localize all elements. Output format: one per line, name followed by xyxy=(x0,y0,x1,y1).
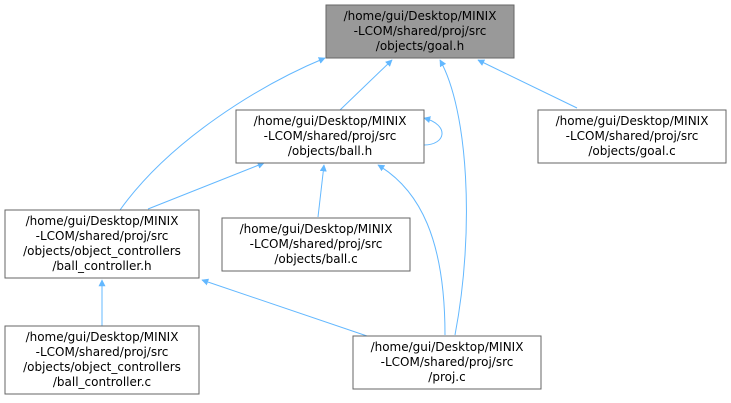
node-proj-c[interactable]: /home/gui/Desktop/MINIX-LCOM/shared/proj… xyxy=(352,335,542,390)
node-label-line: /objects/object_controllers xyxy=(23,360,181,374)
node-label-line: /objects/ball.h xyxy=(288,144,372,158)
node-label-line: -LCOM/shared/proj/src xyxy=(250,237,383,251)
edge-proj_c-to-ball_controller_h xyxy=(201,278,371,338)
node-label-line: /home/gui/Desktop/MINIX xyxy=(240,222,393,236)
node-ball-controller-h[interactable]: /home/gui/Desktop/MINIX-LCOM/shared/proj… xyxy=(4,209,200,279)
node-box xyxy=(4,325,200,395)
node-box xyxy=(221,217,411,272)
node-ball-c[interactable]: /home/gui/Desktop/MINIX-LCOM/shared/proj… xyxy=(221,217,411,272)
node-box xyxy=(537,109,727,164)
edge-ball_h-to-ball_h xyxy=(423,116,443,146)
node-label-line: /home/gui/Desktop/MINIX xyxy=(26,330,179,344)
node-ball-controller-c[interactable]: /home/gui/Desktop/MINIX-LCOM/shared/proj… xyxy=(4,325,200,395)
node-label-line: -LCOM/shared/proj/src xyxy=(566,129,699,143)
node-label-line: /objects/object_controllers xyxy=(23,244,181,258)
node-label-line: /ball_controller.c xyxy=(53,375,151,389)
node-label-line: /home/gui/Desktop/MINIX xyxy=(556,114,709,128)
node-goal-h[interactable]: /home/gui/Desktop/MINIX-LCOM/shared/proj… xyxy=(325,4,515,59)
node-label-line: /proj.c xyxy=(428,370,465,384)
node-label-line: -LCOM/shared/proj/src xyxy=(264,129,397,143)
node-ball-h[interactable]: /home/gui/Desktop/MINIX-LCOM/shared/proj… xyxy=(235,109,425,164)
edge-ball_controller_h-to-goal_h xyxy=(119,57,326,211)
node-label-line: -LCOM/shared/proj/src xyxy=(381,355,514,369)
edge-ball_h-to-goal_h xyxy=(339,59,393,111)
nodes-layer: /home/gui/Desktop/MINIX-LCOM/shared/proj… xyxy=(4,4,727,395)
node-label-line: -LCOM/shared/proj/src xyxy=(36,229,169,243)
node-box xyxy=(352,335,542,390)
edge-goal_c-to-goal_h xyxy=(477,59,578,109)
node-label-line: /home/gui/Desktop/MINIX xyxy=(26,214,179,228)
node-box xyxy=(235,109,425,164)
edges-layer xyxy=(98,57,578,338)
node-label-line: /home/gui/Desktop/MINIX xyxy=(344,9,497,23)
edge-ball_controller_h-to-ball_h xyxy=(147,162,265,210)
node-goal-c[interactable]: /home/gui/Desktop/MINIX-LCOM/shared/proj… xyxy=(537,109,727,164)
node-label-line: /ball_controller.h xyxy=(52,259,151,273)
edge-proj_c-to-ball_h xyxy=(377,164,446,336)
node-box xyxy=(325,4,515,59)
node-label-line: /objects/goal.c xyxy=(588,144,675,158)
node-label-line: /home/gui/Desktop/MINIX xyxy=(254,114,407,128)
node-label-line: /objects/goal.h xyxy=(376,39,464,53)
node-label-line: /objects/ball.c xyxy=(274,252,357,266)
node-label-line: -LCOM/shared/proj/src xyxy=(36,345,169,359)
node-box xyxy=(4,209,200,279)
node-label-line: /home/gui/Desktop/MINIX xyxy=(371,340,524,354)
node-label-line: -LCOM/shared/proj/src xyxy=(354,24,487,38)
edge-proj_c-to-goal_h xyxy=(439,59,467,336)
edge-ball_c-to-ball_h xyxy=(317,164,327,218)
